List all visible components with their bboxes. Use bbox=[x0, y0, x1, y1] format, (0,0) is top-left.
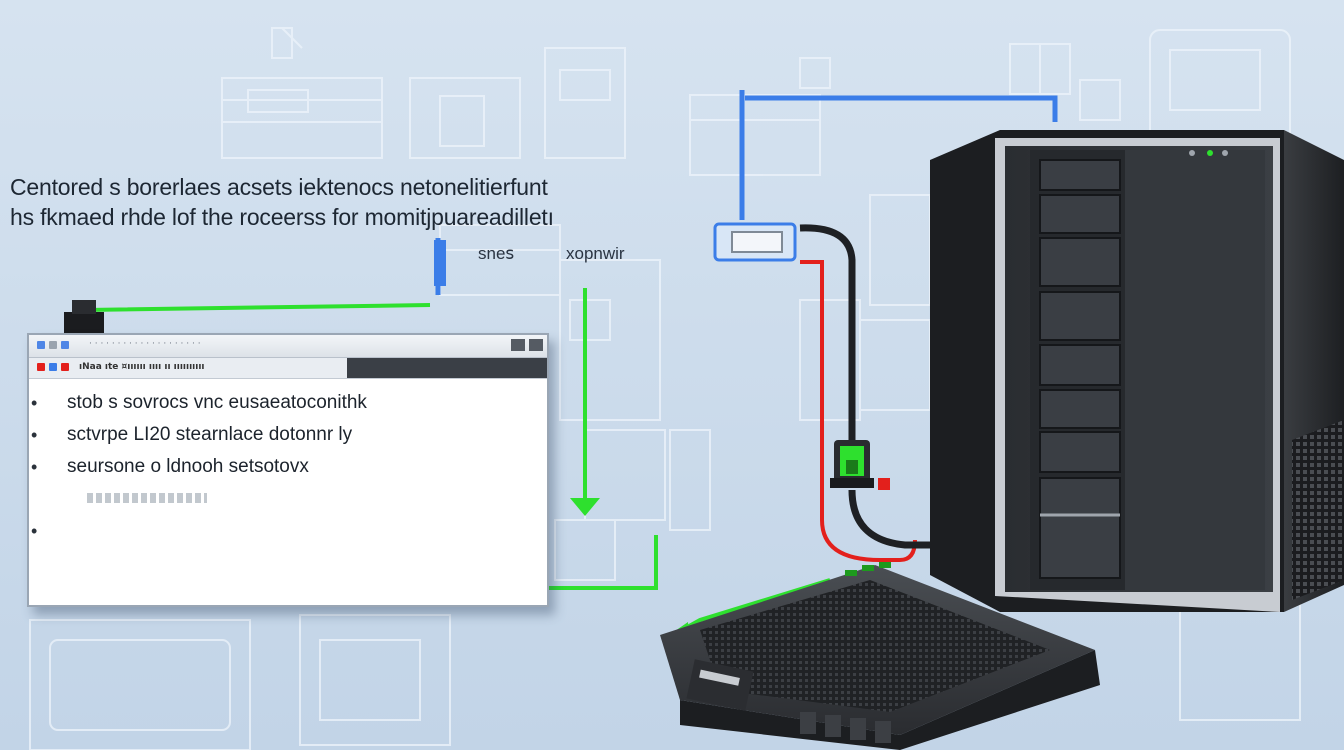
gray-dot-icon bbox=[49, 341, 57, 349]
browser-window: · · · · · · · · · · · · · · · · · · · · … bbox=[27, 333, 549, 607]
close-icon[interactable] bbox=[529, 339, 543, 351]
window-toolbar: ıNaa ıte ¤ıııııı ıııı ıı ıııııııııı bbox=[29, 358, 547, 379]
headline-line-1: Centored s borerlaes acsets iektenocs ne… bbox=[10, 174, 548, 200]
headline-line-2: hs fkmaed rhde lof the roceerss for momi… bbox=[10, 204, 554, 230]
minimize-icon[interactable] bbox=[511, 339, 525, 351]
blue-dot-icon bbox=[61, 341, 69, 349]
list-item: stob s sovrocs vnc eusaeatoconithk bbox=[31, 387, 547, 419]
toolbar-tabs[interactable]: ıNaa ıte ¤ıııııı ıııı ıı ıııııııııı bbox=[79, 362, 205, 372]
server-tower-icon bbox=[930, 130, 1344, 612]
bullet-list: stob s sovrocs vnc eusaeatoconithk sctvr… bbox=[31, 387, 547, 483]
list-item: sctvrpe LI20 stearnlace dotonnr ly bbox=[31, 419, 547, 451]
window-title: · · · · · · · · · · · · · · · · · · · · bbox=[89, 339, 201, 349]
label-right: xopnwir bbox=[566, 244, 625, 263]
plug-connector-icon bbox=[830, 440, 874, 488]
window-titlebar: · · · · · · · · · · · · · · · · · · · · bbox=[29, 335, 547, 358]
green-arrow-down bbox=[570, 498, 600, 516]
red-marker-icon bbox=[61, 363, 69, 371]
blue-port-block bbox=[434, 240, 446, 286]
blue-marker-icon bbox=[49, 363, 57, 371]
blueprint-schematics bbox=[29, 27, 1301, 750]
window-content: stob s sovrocs vnc eusaeatoconithk sctvr… bbox=[29, 379, 547, 547]
toolbar-dark-region bbox=[347, 358, 547, 378]
red-marker-icon bbox=[37, 363, 45, 371]
label-left: sneꜱ bbox=[478, 244, 515, 263]
cable-icon bbox=[799, 224, 940, 549]
list-item: seursone o ldnooh setsotovx bbox=[31, 451, 547, 483]
window-controls[interactable] bbox=[511, 339, 543, 351]
toolbar-markers bbox=[37, 363, 69, 371]
diagram-headline: Centored s borerlaes acsets iektenocs ne… bbox=[10, 172, 554, 232]
network-switch-icon bbox=[660, 562, 1100, 750]
window-dots bbox=[37, 341, 69, 349]
red-cable bbox=[800, 260, 917, 562]
faint-text-line bbox=[87, 493, 207, 503]
blue-dot-icon bbox=[37, 341, 45, 349]
network-port-icon bbox=[713, 222, 797, 262]
ethernet-plug-icon bbox=[64, 300, 104, 336]
